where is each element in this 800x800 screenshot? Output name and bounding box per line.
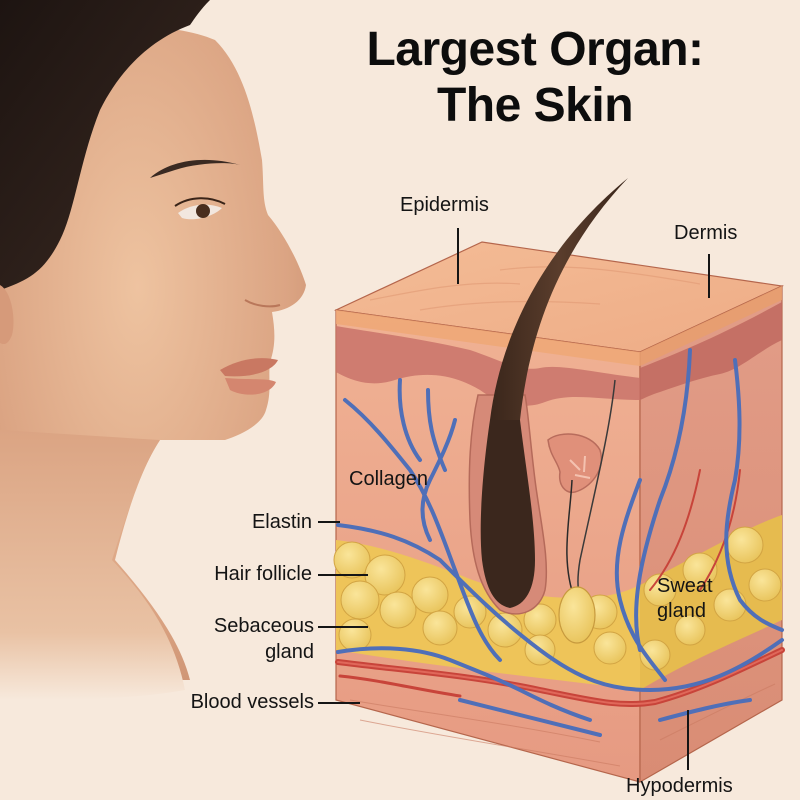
leader-hair-follicle [318,574,368,576]
title-line-2: The Skin [436,79,634,132]
label-sebaceous-line-1: Sebaceous [213,615,314,637]
hair-follicle [468,394,548,615]
label-sebaceous-gland: Sebaceous gland [150,613,314,665]
label-epidermis: Epidermis [400,194,489,216]
label-collagen: Collagen [349,468,428,490]
iris [196,204,210,218]
label-hypodermis: Hypodermis [626,775,733,797]
neck [0,430,185,700]
papillary-dermis [336,326,640,406]
label-dermis: Dermis [674,222,738,244]
lower-lip [225,378,276,395]
veins [336,348,784,737]
face-profile [0,0,306,700]
title-line-1: Largest Organ: [366,23,704,76]
leader-sebaceous-gland [318,626,368,628]
page-title: Largest Organ: The Skin [300,22,770,134]
skin-cross-section [333,178,785,784]
label-elastin: Elastin [251,511,312,533]
upper-lip [220,358,278,377]
label-sweat-line-1: Sweat [657,575,713,597]
label-sweat-line-2: gland [657,600,706,622]
hair [0,0,210,290]
sweat-gland-coil [558,586,596,644]
label-sweat-gland: Sweat gland [657,574,713,624]
eyebrow [150,159,240,178]
leader-elastin [318,521,340,523]
label-sebaceous-line-2: gland [265,641,314,663]
leader-hypodermis [687,710,689,770]
leader-epidermis [457,228,459,284]
leader-dermis [708,254,710,298]
leader-blood-vessels [318,702,360,704]
ear [0,285,14,345]
hair-shaft [490,178,628,420]
label-blood-vessels: Blood vessels [190,691,314,713]
label-hair-follicle: Hair follicle [214,563,312,585]
fat-layer [336,540,640,690]
